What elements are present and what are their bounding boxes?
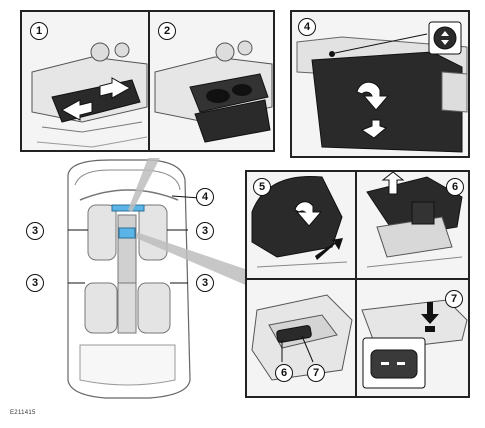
panel-2-armrest-slid: 2 bbox=[148, 10, 275, 152]
callout-3-left-lower: 3 bbox=[26, 274, 44, 292]
callout-3-right-upper: 3 bbox=[196, 222, 214, 240]
leader-to-panel-top bbox=[128, 158, 160, 212]
socket-icon bbox=[425, 326, 435, 332]
rear-right-seat bbox=[137, 282, 171, 334]
panel-tray-sockets: 6 7 bbox=[245, 278, 357, 398]
tray-lift-illustration bbox=[357, 172, 468, 278]
left-arrow-icon bbox=[60, 99, 93, 121]
socket-detail-icon bbox=[370, 349, 418, 379]
release-button-icon bbox=[329, 51, 335, 57]
callout-1: 1 bbox=[30, 22, 48, 40]
callout-3-right-lower: 3 bbox=[196, 274, 214, 292]
glovebox-highlight bbox=[111, 204, 145, 212]
callout-2: 2 bbox=[158, 22, 176, 40]
glovebox-illustration bbox=[292, 12, 468, 156]
front-left-seat bbox=[87, 204, 117, 261]
panel-5-console-lid: 5 bbox=[245, 170, 357, 280]
callout-5: 5 bbox=[253, 178, 271, 196]
callout-6-top: 6 bbox=[446, 178, 464, 196]
rotate-arrow-icon bbox=[356, 81, 390, 111]
callout-7-bottom: 7 bbox=[307, 364, 325, 382]
down-arrow-icon bbox=[421, 302, 439, 324]
panel-6-tray-lift: 6 bbox=[355, 170, 470, 280]
up-arrow-icon bbox=[381, 172, 405, 195]
panel-7-power-socket: 7 bbox=[355, 278, 470, 398]
panel-1-slide-armrest: 1 bbox=[20, 10, 150, 152]
console-lid-illustration bbox=[247, 172, 355, 278]
glovebox-switch-icon bbox=[441, 31, 449, 45]
push-arrow-icon bbox=[315, 238, 343, 260]
console-storage-highlight bbox=[118, 227, 136, 239]
right-arrow-icon bbox=[99, 77, 132, 99]
callout-6-bottom: 6 bbox=[275, 364, 293, 382]
panel-4-glovebox: 4 bbox=[290, 10, 470, 158]
callout-7-top: 7 bbox=[445, 290, 463, 308]
figure-code: E211415 bbox=[10, 410, 36, 416]
tray-sockets-illustration bbox=[247, 280, 355, 396]
leader-to-panel-bottom bbox=[136, 232, 248, 286]
rear-left-seat bbox=[84, 282, 118, 334]
down-arrow-icon bbox=[360, 119, 388, 139]
lift-arrow-icon bbox=[294, 201, 323, 227]
front-right-seat bbox=[138, 204, 168, 261]
callout-3-left-upper: 3 bbox=[26, 222, 44, 240]
callout-4-top: 4 bbox=[298, 18, 316, 36]
callout-4-car: 4 bbox=[196, 188, 214, 206]
